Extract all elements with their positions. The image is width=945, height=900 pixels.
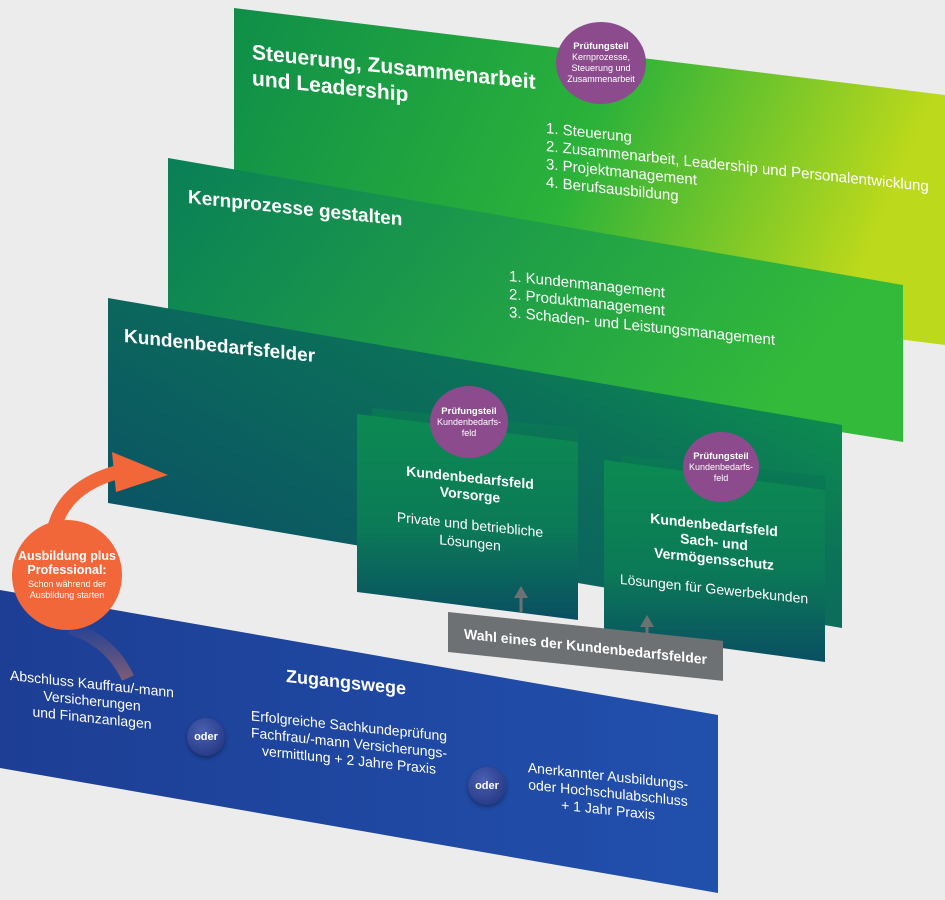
badge-title: Prüfungsteil xyxy=(441,405,497,417)
badge-pruefungsteil-vorsorge: Prüfungsteil Kundenbedarfs- feld xyxy=(430,386,508,458)
badge-line: Kundenbedarfs- xyxy=(436,416,502,427)
card-sach xyxy=(604,460,825,662)
badge-pruefungsteil-kernprozesse: Prüfungsteil Kernprozesse, Steuerung und… xyxy=(556,22,646,104)
arrow-head-sach-icon xyxy=(640,615,654,627)
card-vorsorge xyxy=(357,414,578,620)
oder-badge-2: oder xyxy=(468,767,506,805)
oder-badge-1: oder xyxy=(187,718,225,756)
ausbildung-plus-badge: Ausbildung plus Professional: Schon währ… xyxy=(12,520,122,630)
badge-pruefungsteil-sach: Prüfungsteil Kundenbedarfs- feld xyxy=(683,432,759,502)
ausbildung-arrow-tail-icon xyxy=(67,621,134,681)
layer-kernprozesse-panel xyxy=(168,158,903,442)
badge-title: Prüfungsteil xyxy=(693,450,749,462)
badge-line: Kernprozesse, xyxy=(571,52,631,62)
badge-line: feld xyxy=(461,427,477,438)
ausbildung-plus-subtitle: Schon während der xyxy=(27,579,107,589)
ausbildung-plus-title: Ausbildung plus xyxy=(18,549,116,563)
arrow-head-vorsorge-icon xyxy=(514,586,528,598)
badge-line: Kundenbedarfs- xyxy=(688,461,754,472)
badge-line: feld xyxy=(713,472,729,483)
badge-line: Steuerung und xyxy=(571,63,631,73)
ausbildung-arrowhead-icon xyxy=(112,452,168,492)
ausbildung-plus-subtitle: Ausbildung starten xyxy=(29,590,105,600)
badge-title: Prüfungsteil xyxy=(573,41,629,52)
ausbildung-plus-title: Professional: xyxy=(27,563,107,577)
badge-line: Zusammenarbeit xyxy=(567,74,635,84)
layer-zugangswege-panel xyxy=(0,590,718,893)
